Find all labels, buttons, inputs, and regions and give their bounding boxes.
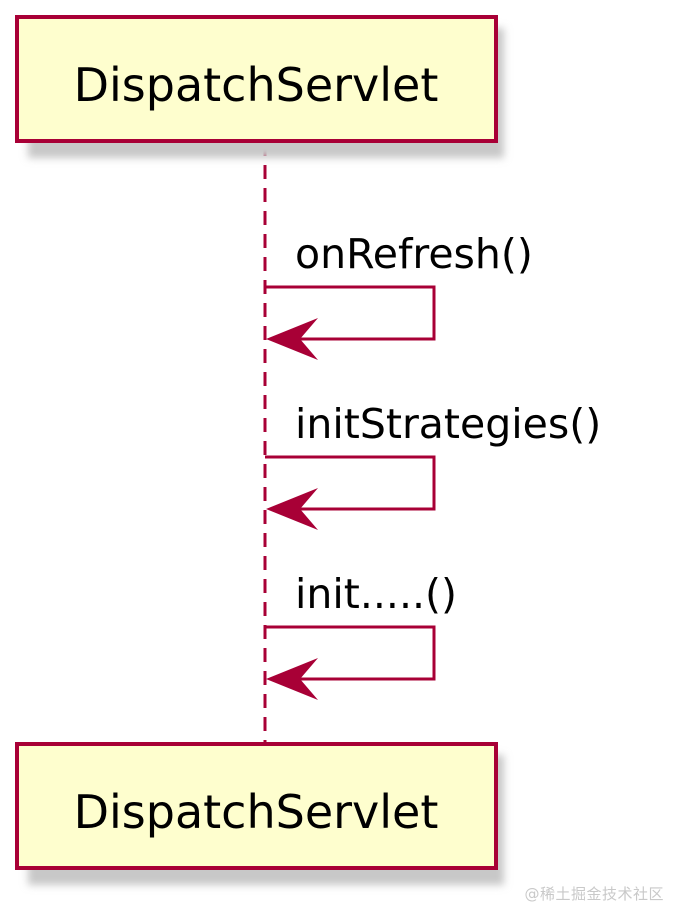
message-3-label: init.....()	[295, 570, 457, 618]
message-2-arrow-line	[265, 455, 436, 511]
participant-top-box	[15, 15, 498, 143]
message-1-arrowhead	[266, 318, 318, 360]
participant-top-label: DispatchServlet	[74, 58, 439, 112]
participant-bottom-label: DispatchServlet	[74, 785, 439, 839]
message-1-label: onRefresh()	[295, 230, 533, 278]
message-3-arrowhead	[266, 658, 318, 700]
message-3-arrow-line	[265, 625, 436, 681]
self-message-2: initStrategies()	[265, 400, 601, 530]
participant-bottom-box	[15, 742, 498, 870]
message-2-arrowhead	[266, 488, 318, 530]
watermark: @稀土掘金技术社区	[524, 885, 664, 903]
participant-bottom: DispatchServlet	[15, 742, 504, 885]
message-1-arrow-line	[265, 285, 436, 341]
self-message-3: init.....()	[265, 570, 457, 700]
participant-top: DispatchServlet	[15, 15, 504, 158]
self-message-1: onRefresh()	[265, 230, 533, 360]
message-2-label: initStrategies()	[295, 400, 601, 448]
